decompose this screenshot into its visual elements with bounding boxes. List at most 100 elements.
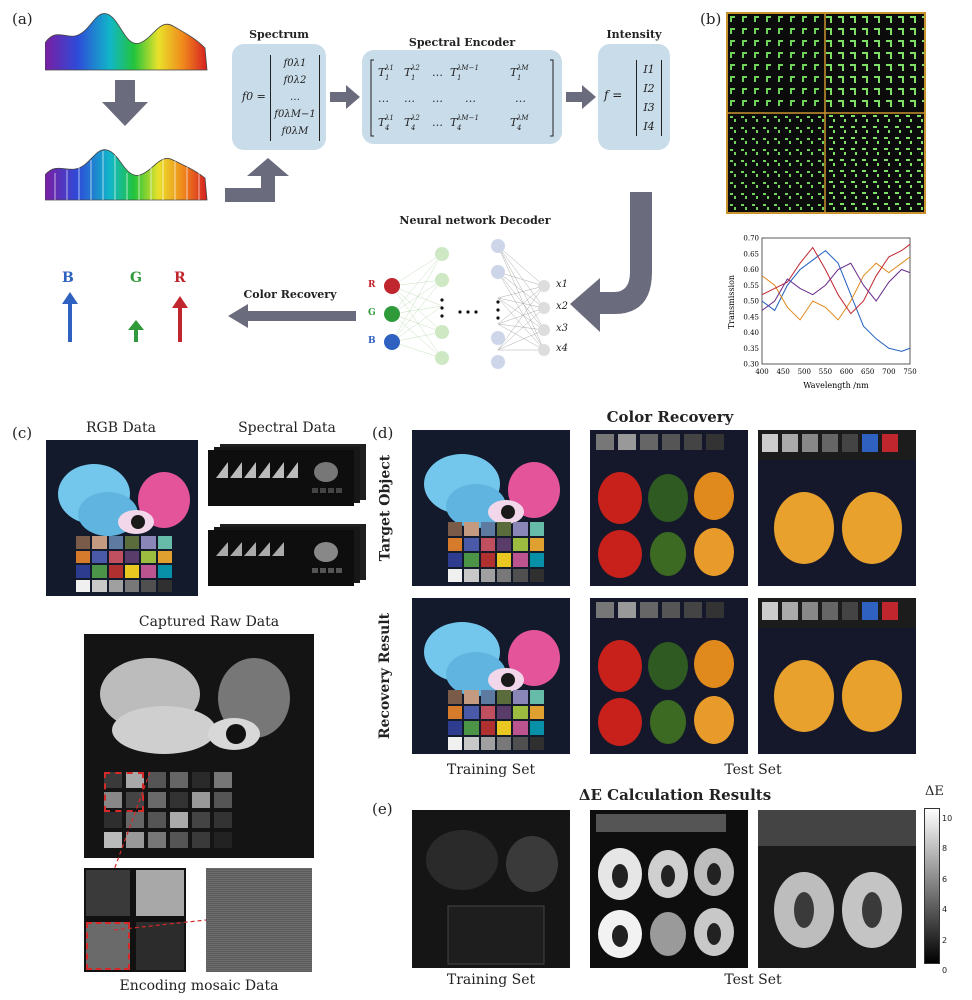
checker-patch	[513, 705, 528, 719]
checker-patch	[141, 579, 156, 592]
checker-patch	[92, 550, 107, 563]
mosaic-pixel-image	[206, 868, 312, 972]
d-test-caption: Test Set	[724, 762, 782, 778]
checker-patch	[76, 550, 91, 563]
colorbar	[924, 808, 940, 964]
transmission-series-2	[761, 256, 911, 321]
checker-patch	[448, 537, 463, 551]
checker-patch	[448, 553, 463, 567]
checker-patch	[76, 565, 91, 578]
checker-patch	[157, 579, 172, 592]
checker-patch	[480, 705, 495, 719]
svg-text:T: T	[404, 66, 413, 79]
svg-text:…: …	[432, 116, 443, 129]
x-tick-label: 700	[882, 368, 895, 376]
svg-text:T: T	[378, 116, 387, 129]
delta-e-test-image-2	[758, 810, 916, 968]
checker-patch	[448, 721, 463, 735]
metasurface-pattern	[728, 14, 924, 212]
checker-patch	[513, 736, 528, 750]
raw-checker-patch	[214, 832, 232, 848]
x-tick-label: 400	[755, 368, 768, 376]
checker-patch	[480, 690, 495, 704]
raw-checker-patch	[148, 772, 166, 788]
raw-checker-patch	[170, 772, 188, 788]
panel-label-b: (b)	[700, 10, 722, 28]
checker-patch	[157, 565, 172, 578]
checker-patch	[124, 565, 140, 578]
x-tick-label: 750	[903, 368, 916, 376]
checker-patch	[513, 721, 528, 735]
checker-patch	[464, 721, 479, 735]
checker-patch	[92, 565, 107, 578]
spectrum-box	[232, 44, 326, 150]
panel-label-e: (e)	[372, 800, 393, 818]
target-test-image-1	[590, 430, 748, 586]
raw-checker-patch	[170, 812, 188, 828]
letter-g: G	[130, 270, 142, 286]
y-tick-label: 0.45	[743, 313, 759, 321]
raw-checker-patch	[126, 812, 144, 828]
checker-patch	[496, 537, 512, 551]
neural-network-diagram	[384, 239, 550, 369]
checker-patch	[448, 690, 463, 704]
checker-patch	[513, 568, 528, 582]
raw-checker-patch	[192, 792, 210, 808]
checker-patch	[448, 736, 463, 750]
checker-patch	[76, 536, 91, 549]
x-tick-label: 500	[798, 368, 811, 376]
checker-patch	[448, 568, 463, 582]
letter-r: R	[174, 270, 186, 286]
checker-patch	[92, 579, 107, 592]
checker-patch	[480, 553, 495, 567]
output-x3: x3	[556, 323, 569, 334]
right-arrow	[330, 85, 360, 109]
spectrum-title: Spectrum	[249, 28, 309, 41]
color-checker	[448, 522, 544, 582]
curved-arrow	[570, 192, 652, 332]
raw-data-title: Captured Raw Data	[138, 614, 280, 630]
color-recovery-title: Color Recovery	[606, 408, 734, 426]
spectrum-vector: f0λ1 f0λ2 … f0λM−1 f0λM	[270, 55, 320, 141]
checker-patch	[124, 579, 140, 592]
svg-text:4: 4	[456, 124, 461, 132]
svg-text:T: T	[450, 116, 459, 129]
checker-patch	[480, 537, 495, 551]
spectrum-entry: f0λM−1	[274, 109, 316, 120]
raw-checker-patch	[192, 832, 210, 848]
checker-patch	[529, 721, 544, 735]
svg-text:λM: λM	[516, 64, 529, 72]
checker-patch	[529, 522, 544, 536]
svg-text:T: T	[404, 116, 413, 129]
colorbar-tick: 6	[942, 874, 948, 884]
checker-patch	[496, 721, 512, 735]
checker-patch	[141, 565, 156, 578]
svg-text:λM−1: λM−1	[456, 64, 479, 72]
spectral-stack-top	[208, 444, 366, 506]
spectrum-entry: …	[290, 92, 300, 103]
intensity-entry: I1	[643, 63, 655, 76]
result-training-image	[412, 598, 570, 754]
checker-patch	[496, 553, 512, 567]
result-test-image-2	[758, 598, 916, 754]
x-tick-label: 600	[840, 368, 853, 376]
svg-text:λ1: λ1	[384, 64, 394, 72]
svg-text:…: …	[465, 92, 476, 105]
y-tick-label: 0.35	[743, 345, 759, 353]
intensity-entry: I3	[643, 101, 655, 114]
left-arrow	[228, 304, 356, 328]
raw-checker-patch	[104, 772, 122, 788]
raw-checker-patch	[214, 792, 232, 808]
spectral-data-title: Spectral Data	[238, 420, 336, 436]
transmission-series-4	[761, 262, 911, 311]
checker-patch	[496, 568, 512, 582]
checker-patch	[464, 705, 479, 719]
spectrum-entry: f0λ2	[283, 75, 307, 86]
transmission-series-3	[761, 243, 911, 315]
checker-patch	[124, 536, 140, 549]
output-x1: x1	[556, 279, 569, 290]
panel-label-a: (a)	[12, 10, 33, 28]
svg-text:1: 1	[457, 74, 461, 82]
checker-patch	[448, 522, 463, 536]
